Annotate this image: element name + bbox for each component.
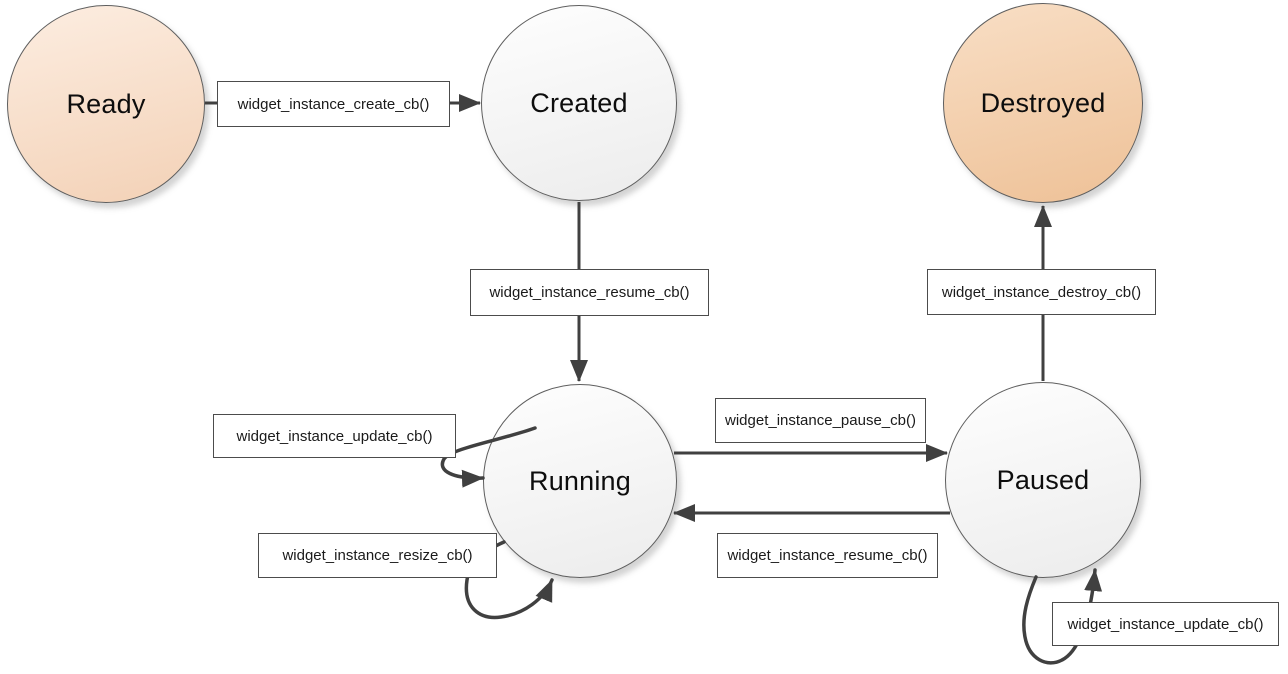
- state-running: Running: [483, 384, 677, 578]
- state-destroyed-label: Destroyed: [980, 87, 1106, 118]
- transition-label-resize-running: widget_instance_resize_cb(): [258, 533, 497, 578]
- state-running-label: Running: [529, 465, 631, 496]
- state-destroyed: Destroyed: [943, 3, 1143, 203]
- transition-label-resume-created-running: widget_instance_resume_cb(): [470, 269, 709, 316]
- transition-label-update-running: widget_instance_update_cb(): [213, 414, 456, 458]
- state-paused-label: Paused: [996, 464, 1090, 495]
- state-created-label: Created: [530, 87, 628, 118]
- transition-label-create: widget_instance_create_cb(): [217, 81, 450, 127]
- transition-label-destroy: widget_instance_destroy_cb(): [927, 269, 1156, 315]
- transition-label-update-paused: widget_instance_update_cb(): [1052, 602, 1279, 646]
- state-ready-label: Ready: [66, 88, 146, 119]
- state-created: Created: [481, 5, 677, 201]
- transition-label-resume-paused-running: widget_instance_resume_cb(): [717, 533, 938, 578]
- transition-label-pause: widget_instance_pause_cb(): [715, 398, 926, 443]
- state-paused: Paused: [945, 382, 1141, 578]
- state-ready: Ready: [7, 5, 205, 203]
